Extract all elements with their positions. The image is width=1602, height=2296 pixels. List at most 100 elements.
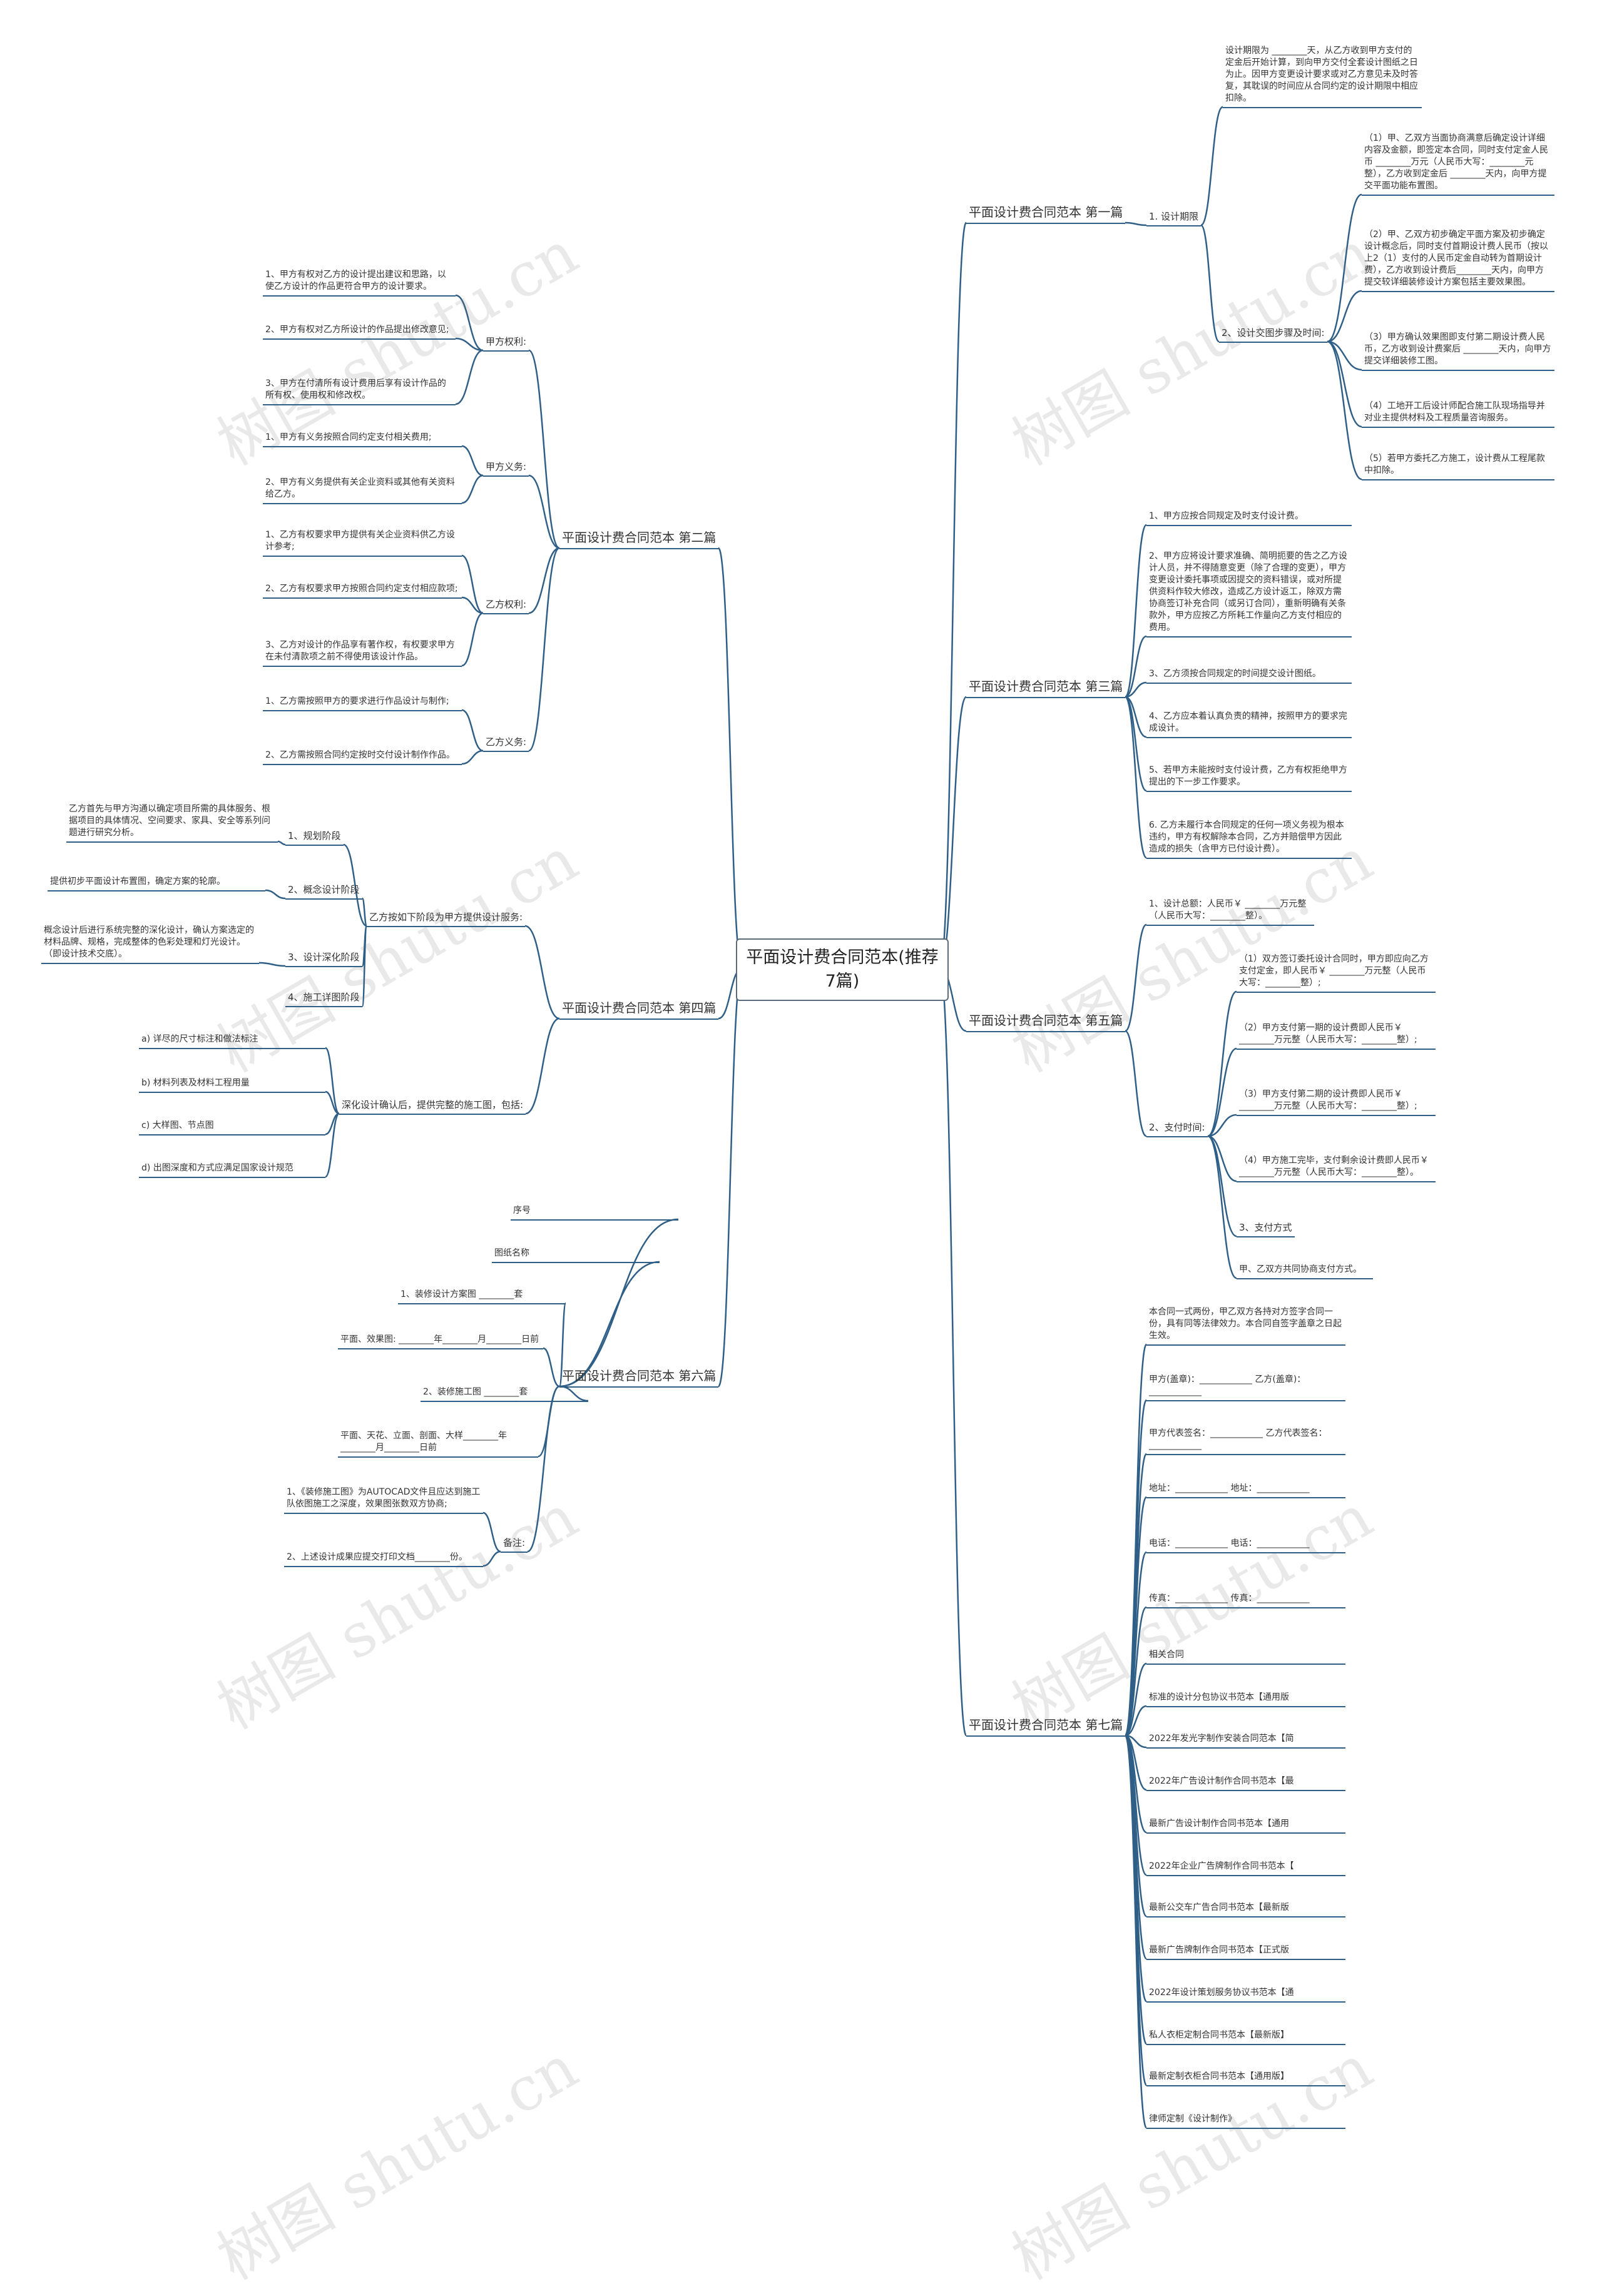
- leaf-topic[interactable]: 传真：____________ 传真：____________: [1149, 1593, 1310, 1603]
- branch-topic[interactable]: 平面设计费合同范本 第三篇: [969, 679, 1123, 694]
- leaf-topic[interactable]: 甲、乙双方共同协商支付方式。: [1239, 1264, 1362, 1274]
- connector-curve: [528, 547, 560, 752]
- leaf-topic[interactable]: （2）甲、乙双方初步确定平面方案及初步确定设计概念后，同时支付首期设计费人民币（…: [1364, 230, 1548, 287]
- leaf-topic[interactable]: a) 详尽的尺寸标注和做法标注: [141, 1034, 258, 1044]
- leaf-topic[interactable]: 最新公交车广告合同书范本【最新版: [1149, 1902, 1289, 1912]
- leaf-topic[interactable]: 2022年设计策划服务协议书范本【通: [1149, 1988, 1294, 1998]
- connector-curve: [277, 840, 286, 846]
- leaf-topic[interactable]: 设计期限为 ________天，从乙方收到甲方支付的定金后开始计算，到向甲方交付…: [1225, 46, 1418, 103]
- subtopic[interactable]: 乙方按如下阶段为甲方提供设计服务:: [369, 912, 523, 923]
- leaf-topic[interactable]: 平面、效果图: ________年________月________日前: [340, 1334, 539, 1344]
- leaf-topic[interactable]: 1、装修设计方案图 ________套: [400, 1289, 523, 1299]
- topic-underline: [1146, 2128, 1345, 2129]
- leaf-topic[interactable]: 1、甲方应按合同规定及时支付设计费。: [1149, 511, 1304, 521]
- connector-curve: [1125, 1030, 1147, 1137]
- subtopic[interactable]: 1、规划阶段: [288, 830, 341, 841]
- connector-curve: [1125, 923, 1147, 1032]
- subtopic[interactable]: 乙方权利:: [486, 599, 527, 610]
- subtopic[interactable]: 深化设计确认后，提供完整的施工图，包括:: [342, 1099, 524, 1110]
- leaf-topic[interactable]: （1）甲、乙双方当面协商满意后确定设计详细内容及金额，即签定本合同，同时支付定金…: [1364, 133, 1548, 191]
- leaf-topic[interactable]: 2、乙方有权要求甲方按照合同约定支付相应款项;: [265, 584, 458, 594]
- leaf-topic[interactable]: 最新广告牌制作合同书范本【正式版: [1149, 1945, 1289, 1955]
- leaf-topic[interactable]: 1、《装修施工图》为AUTOCAD文件且应达到施工队依图施工之深度，效果图张数双…: [287, 1487, 481, 1509]
- branch-topic[interactable]: 平面设计费合同范本 第二篇: [562, 530, 717, 545]
- subtopic[interactable]: 2、概念设计阶段: [288, 884, 360, 895]
- branch-topic[interactable]: 平面设计费合同范本 第四篇: [562, 1000, 717, 1015]
- leaf-topic[interactable]: 2、装修施工图 ________套: [423, 1387, 528, 1397]
- leaf-topic[interactable]: 标准的设计分包协议书范本【通用版: [1149, 1692, 1289, 1702]
- topic-underline: [1146, 2044, 1345, 2045]
- leaf-topic[interactable]: 提供初步平面设计布置图，确定方案的轮廓。: [50, 876, 225, 886]
- leaf-topic[interactable]: 甲方(盖章)：____________ 乙方(盖章)：____________: [1149, 1374, 1306, 1396]
- topic-underline: [1237, 992, 1436, 993]
- leaf-topic[interactable]: 最新定制衣柜合同书范本【通用版】: [1149, 2071, 1289, 2081]
- connector-curve: [324, 1047, 340, 1115]
- leaf-topic[interactable]: 本合同一式两份，甲乙双方各持对方签字合同一份，具有同等法律效力。本合同自签字盖章…: [1149, 1307, 1342, 1341]
- leaf-topic[interactable]: 2、甲方应将设计要求准确、简明扼要的告之乙方设计人员，并不得随意变更（除了合理的…: [1149, 551, 1347, 632]
- leaf-topic[interactable]: 2022年广告设计制作合同书范本【最: [1149, 1776, 1294, 1786]
- branch-topic[interactable]: 平面设计费合同范本 第七篇: [969, 1717, 1123, 1732]
- topic-underline: [1146, 1916, 1345, 1918]
- leaf-topic[interactable]: 2、甲方有义务提供有关企业资料或其他有关资料给乙方。: [265, 477, 455, 499]
- leaf-topic[interactable]: 电话：____________ 电话：____________: [1149, 1538, 1310, 1548]
- leaf-topic[interactable]: c) 大样图、节点图: [141, 1120, 214, 1130]
- root-title-line2: 7篇): [825, 972, 860, 991]
- leaf-topic[interactable]: 1、甲方有权对乙方的设计提出建议和思路，以使乙方设计的作品更符合甲方的设计要求。: [265, 270, 446, 292]
- leaf-topic[interactable]: 最新广告设计制作合同书范本【通用: [1149, 1819, 1289, 1829]
- topic-underline: [139, 1048, 325, 1049]
- leaf-topic[interactable]: d) 出图深度和方式应满足国家设计规范: [141, 1163, 293, 1173]
- leaf-topic[interactable]: 1、设计总额：人民币￥ ________万元整（人民币大写：________整）…: [1149, 899, 1307, 921]
- leaf-topic[interactable]: 相关合同: [1149, 1650, 1184, 1660]
- leaf-topic[interactable]: 2022年企业广告牌制作合同书范本【: [1149, 1861, 1294, 1871]
- leaf-topic[interactable]: 3、乙方对设计的作品享有著作权，有权要求甲方在未付清款项之前不得使用该设计作品。: [265, 640, 455, 662]
- leaf-topic[interactable]: 3、甲方在付清所有设计费用后享有设计作品的所有权、使用权和修改权。: [265, 378, 446, 400]
- leaf-topic[interactable]: （2）甲方支付第一期的设计费即人民币￥ ________万元整（人民币大写：__…: [1239, 1023, 1417, 1045]
- leaf-topic[interactable]: （3）甲方支付第二期的设计费即人民币￥ ________万元整（人民币大写：__…: [1239, 1089, 1417, 1111]
- branch-topic[interactable]: 平面设计费合同范本 第六篇: [562, 1368, 717, 1383]
- leaf-topic[interactable]: 序号: [513, 1206, 531, 1216]
- branch-topic[interactable]: 平面设计费合同范本 第一篇: [969, 205, 1123, 220]
- leaf-topic[interactable]: 律师定制《设计制作》: [1149, 2114, 1237, 2124]
- subtopic[interactable]: 3、设计深化阶段: [288, 952, 360, 963]
- subtopic[interactable]: 甲方权利:: [486, 336, 527, 347]
- connector-curve: [1124, 1453, 1148, 1737]
- leaf-topic[interactable]: 私人衣柜定制合同书范本【最新版】: [1149, 2030, 1289, 2040]
- leaf-topic[interactable]: 1、乙方需按照甲方的要求进行作品设计与制作;: [265, 696, 449, 706]
- leaf-topic[interactable]: 2、乙方需按照合同约定按时交付设计制作作品。: [265, 750, 455, 760]
- leaf-topic[interactable]: 2、甲方有权对乙方所设计的作品提出修改意见;: [265, 325, 449, 335]
- leaf-topic[interactable]: 平面、天花、立面、剖面、大样________年________月________…: [340, 1431, 507, 1453]
- subtopic[interactable]: 2、设计交图步骤及时间:: [1222, 327, 1325, 338]
- leaf-topic[interactable]: b) 材料列表及材料工程用量: [141, 1078, 250, 1088]
- leaf-topic[interactable]: （5）若甲方委托乙方施工，设计费从工程尾款中扣除。: [1364, 454, 1545, 475]
- leaf-topic[interactable]: 3、乙方须按合同规定的时间提交设计图纸。: [1149, 669, 1321, 679]
- topic-underline: [511, 1219, 678, 1221]
- leaf-topic[interactable]: 6. 乙方未履行本合同规定的任何一项义务视为根本违约，甲方有权解除本合同，乙方并…: [1149, 820, 1344, 854]
- connector-curve: [1327, 193, 1362, 343]
- leaf-topic[interactable]: （3）甲方确认效果图即支付第二期设计费人民币，乙方收到设计费案后 _______…: [1364, 332, 1551, 366]
- leaf-topic[interactable]: 1、甲方有义务按照合同约定支付相关费用;: [265, 432, 432, 442]
- subtopic[interactable]: 3、支付方式: [1239, 1222, 1292, 1233]
- leaf-topic[interactable]: 2、上述设计成果应提交打印文档________份。: [287, 1552, 467, 1562]
- leaf-topic[interactable]: 5、若甲方未能按时支付设计费，乙方有权拒绝甲方提出的下一步工作要求。: [1149, 765, 1347, 787]
- leaf-topic[interactable]: （4）甲方施工完毕，支付剩余设计费即人民币￥ ________万元整（人民币大写…: [1239, 1156, 1429, 1177]
- leaf-topic[interactable]: 地址：____________ 地址：____________: [1149, 1483, 1310, 1493]
- leaf-topic[interactable]: 图纸名称: [494, 1248, 529, 1258]
- leaf-topic[interactable]: 2022年发光字制作安装合同范本【简: [1149, 1734, 1294, 1744]
- subtopic[interactable]: 1. 设计期限: [1149, 211, 1199, 222]
- leaf-topic[interactable]: 1、乙方有权要求甲方提供有关企业资料供乙方设计参考;: [265, 530, 455, 552]
- subtopic[interactable]: 4、施工详图阶段: [288, 992, 360, 1003]
- subtopic[interactable]: 甲方义务:: [486, 461, 527, 472]
- subtopic[interactable]: 备注:: [503, 1537, 526, 1548]
- leaf-topic[interactable]: 概念设计后进行系统完整的深化设计，确认方案选定的材料品牌、规格，完成整体的色彩处…: [44, 925, 254, 959]
- topic-underline: [501, 1552, 528, 1553]
- leaf-topic[interactable]: 甲方代表签名：____________ 乙方代表签名：____________: [1149, 1428, 1327, 1450]
- subtopic[interactable]: 2、支付时间:: [1149, 1122, 1205, 1133]
- topic-underline: [492, 1262, 660, 1263]
- leaf-topic[interactable]: 乙方首先与甲方沟通以确定项目所需的具体服务、根据项目的具体情况、空间要求、家具、…: [69, 804, 270, 838]
- branch-topic[interactable]: 平面设计费合同范本 第五篇: [969, 1013, 1123, 1028]
- leaf-topic[interactable]: （4）工地开工后设计师配合施工队现场指导并对业主提供材料及工程质量咨询服务。: [1364, 401, 1545, 423]
- subtopic[interactable]: 乙方义务:: [486, 736, 527, 748]
- leaf-topic[interactable]: （1）双方签订委托设计合同时，甲方即应向乙方支付定金，即人民币￥ _______…: [1239, 954, 1429, 988]
- leaf-topic[interactable]: 4、乙方应本着认真负责的精神，按照甲方的要求完成设计。: [1149, 711, 1347, 733]
